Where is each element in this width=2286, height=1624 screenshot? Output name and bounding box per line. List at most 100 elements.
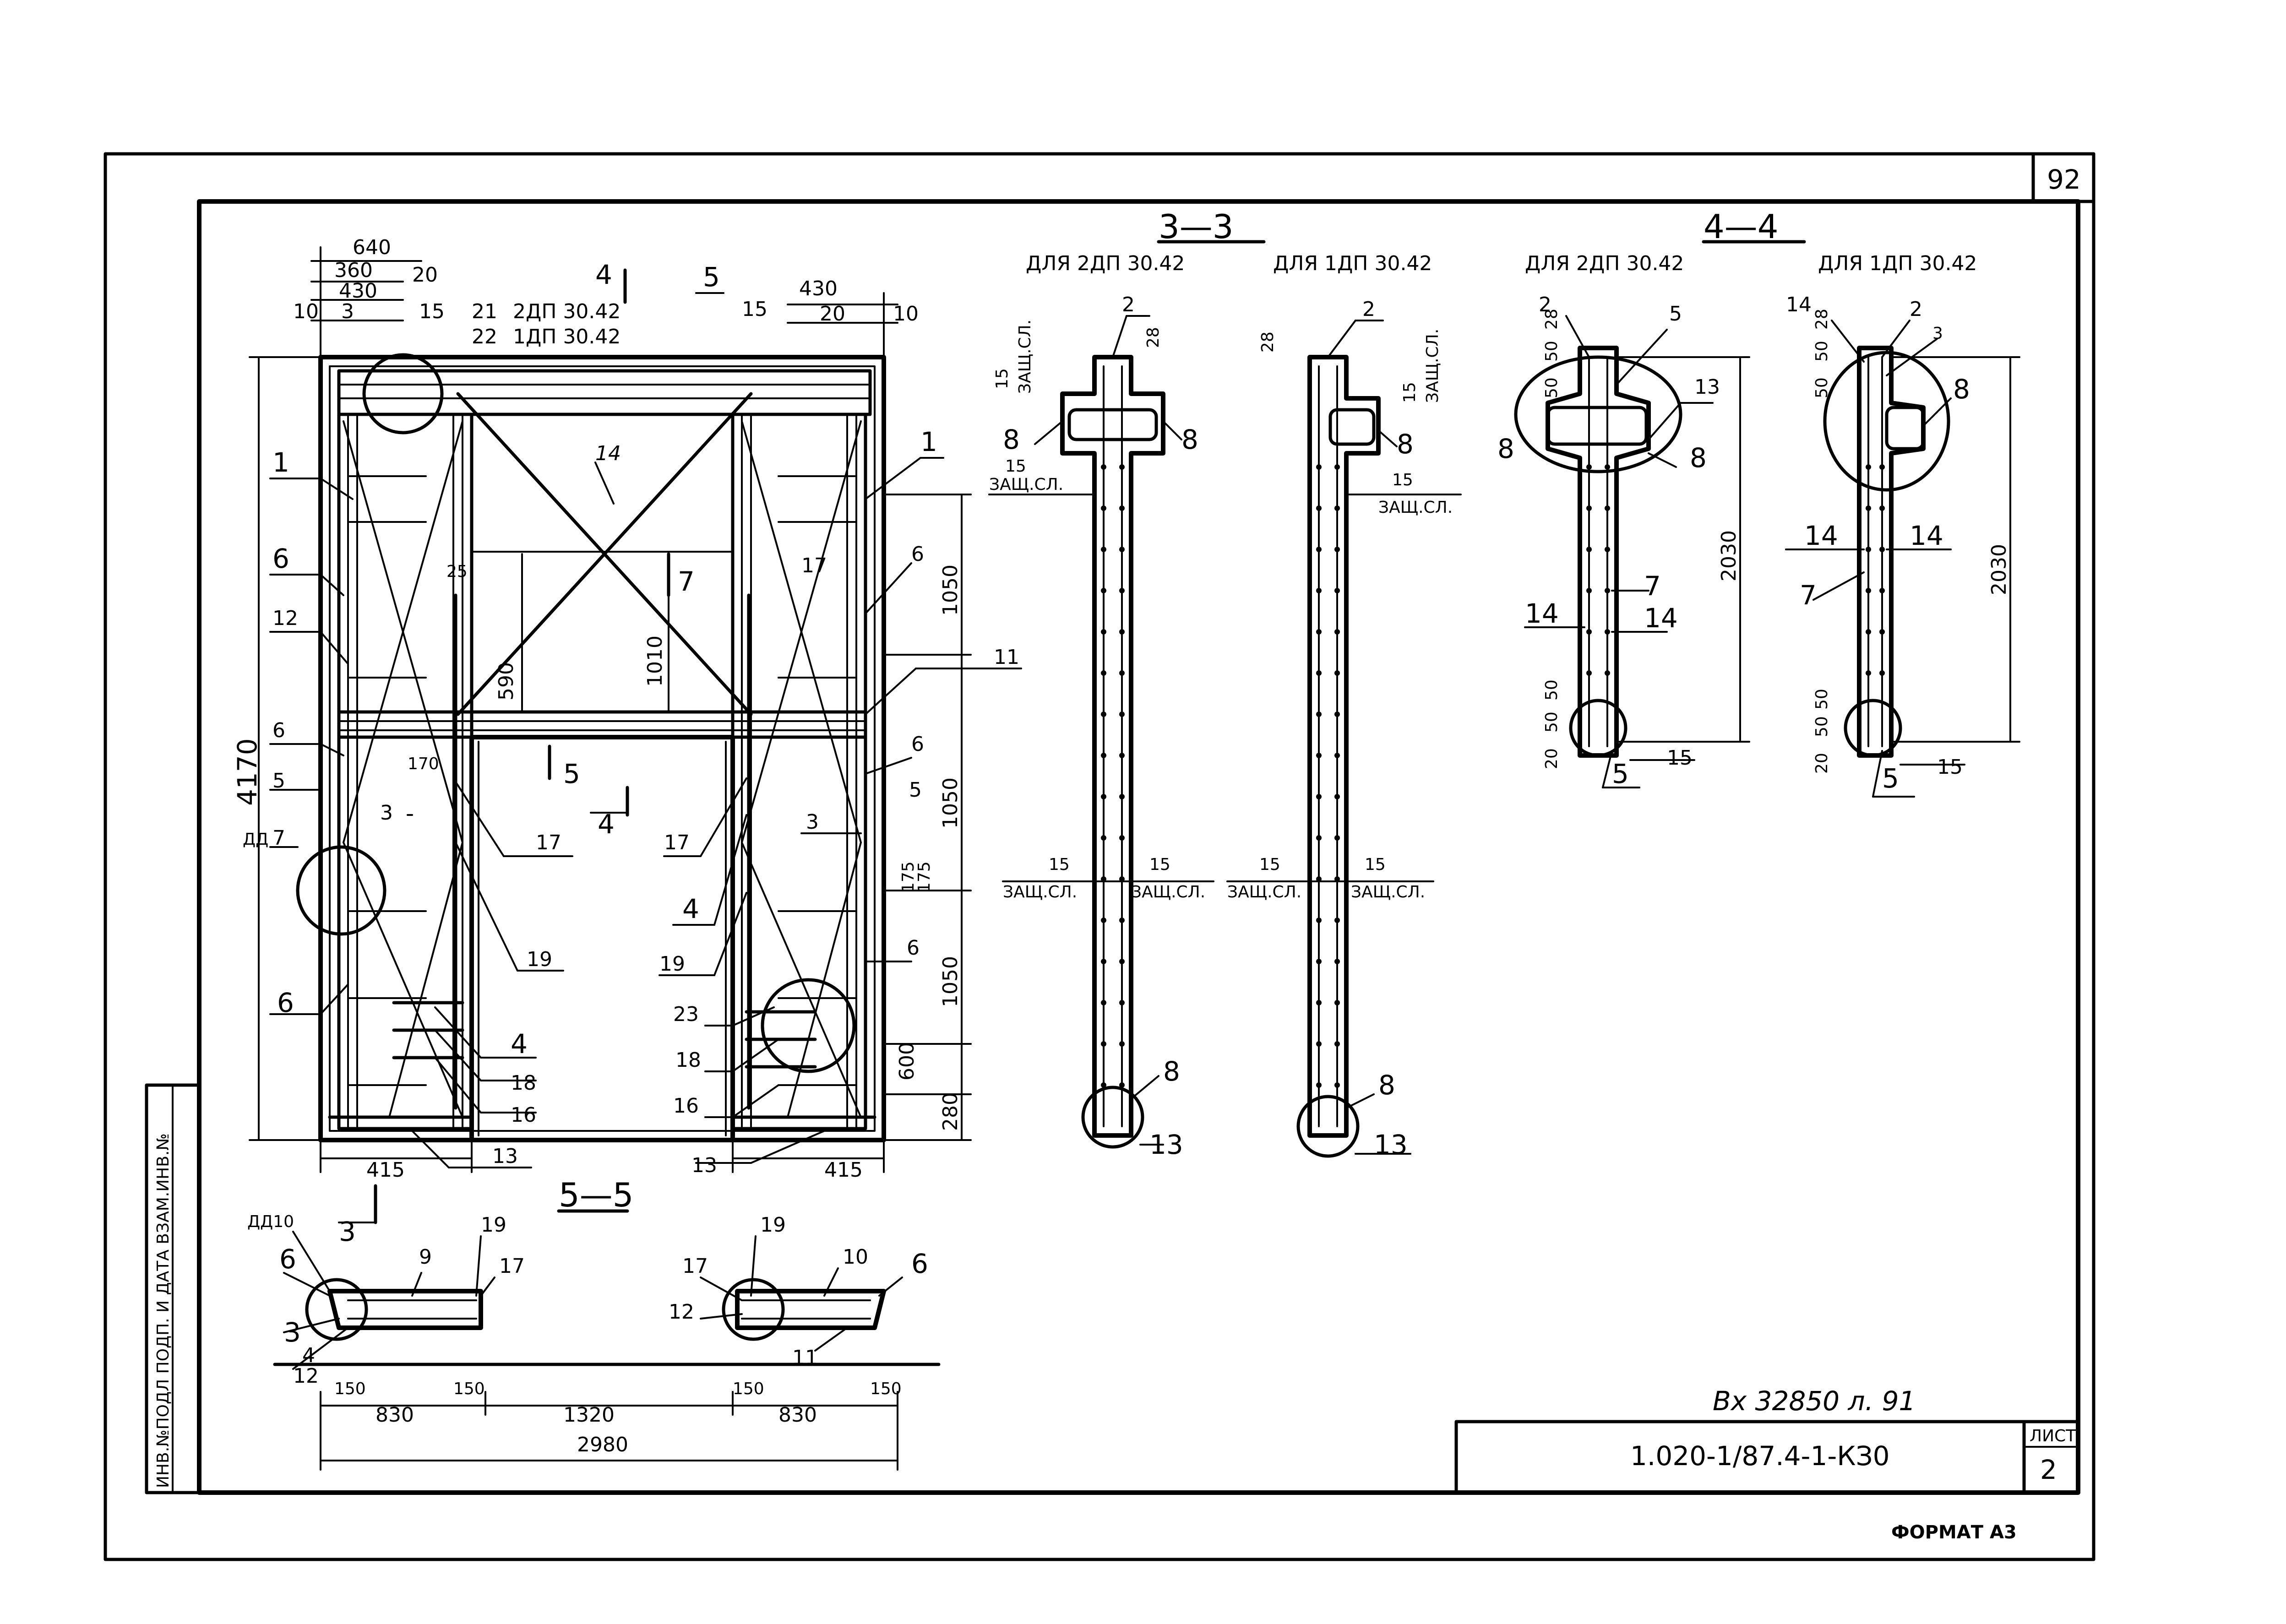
s33-2-left: 2 xyxy=(1122,293,1135,316)
s44l-5b: 5 xyxy=(1612,758,1629,789)
rebar-dot xyxy=(1119,588,1125,593)
rebar-dot xyxy=(1316,918,1322,923)
rebar-dot xyxy=(1119,464,1125,470)
rebar-dot xyxy=(1334,464,1340,470)
label-21: 21 xyxy=(472,300,497,323)
rebar-dot xyxy=(1334,712,1340,717)
pos-19-right: 19 xyxy=(659,952,685,976)
s33-zash-mid-left: ЗАЩ.СЛ. xyxy=(989,475,1063,494)
pos-6-right-b: 6 xyxy=(911,733,924,756)
side-stamp-text: ИНВ.№ПОДЛ ПОДП. И ДАТА ВЗАМ.ИНВ.№ xyxy=(154,1133,173,1488)
dim-1050c: 1050 xyxy=(939,956,962,1007)
rebar-dot xyxy=(1879,629,1885,635)
rebar-dot xyxy=(1586,547,1592,552)
pos-1-left: 1 xyxy=(272,447,289,478)
s33-zash-low-a: ЗАЩ.СЛ. xyxy=(1003,883,1077,902)
s55-17-left: 17 xyxy=(499,1255,525,1278)
rebar-dot xyxy=(1119,1000,1125,1005)
cut-3: 3 xyxy=(339,1216,356,1247)
s33-13-right: 13 xyxy=(1374,1129,1408,1160)
rebar-dot xyxy=(1119,753,1125,758)
rebar-dot xyxy=(1101,835,1106,841)
rebar-dot xyxy=(1316,1000,1322,1005)
front-leaders-left xyxy=(269,478,354,1015)
rebar-dot xyxy=(1586,670,1592,676)
s33-zash-top-left: ЗАЩ.СЛ. xyxy=(1016,320,1034,394)
dim-150a: 150 xyxy=(334,1380,366,1398)
rebar-dot xyxy=(1119,1082,1125,1088)
section-3-3: 3—3 ДЛЯ 2ДП 30.42 ДЛЯ 1ДП 30.42 2 28 15 … xyxy=(988,207,1462,1160)
pos-6-left-a: 6 xyxy=(272,543,289,574)
dim-20: 20 xyxy=(412,263,438,287)
rebar-dot xyxy=(1334,753,1340,758)
s33-2-right: 2 xyxy=(1362,298,1375,321)
s33-zash-low-b: ЗАЩ.СЛ. xyxy=(1131,883,1205,902)
rebar-dot xyxy=(1879,464,1885,470)
s44l-2: 2 xyxy=(1539,293,1551,316)
dim-640: 640 xyxy=(353,236,391,259)
pos-3-right: 3 xyxy=(806,810,819,834)
pos-13-center: 13 xyxy=(492,1145,518,1168)
inner-frame xyxy=(197,199,2080,1495)
rebar-dot xyxy=(1586,588,1592,593)
dim-830b: 830 xyxy=(778,1403,817,1427)
rebar-dot xyxy=(1316,670,1322,676)
pos-16-right: 16 xyxy=(673,1094,699,1118)
dim-3: 3 xyxy=(341,300,354,323)
s44l-8b: 8 xyxy=(1690,442,1707,473)
s44r-3: 3 xyxy=(1932,324,1943,343)
s33-8-right: 8 xyxy=(1397,429,1414,460)
pos-14-center: 14 xyxy=(595,442,621,465)
rebar-dot xyxy=(1119,918,1125,923)
pos-7-left: 7 xyxy=(272,826,285,850)
pos-1-right: 1 xyxy=(920,426,937,457)
handwritten-ref: Вх 32850 л. 91 xyxy=(1713,1385,1916,1417)
s33-8-bottom-right: 8 xyxy=(1378,1070,1395,1101)
s55-12-left: 12 xyxy=(293,1364,319,1388)
dim-170: 170 xyxy=(408,755,439,773)
rebar-dot xyxy=(1119,835,1125,841)
s44r-14a: 14 xyxy=(1786,293,1812,316)
s33-15-mid-left: 15 xyxy=(1005,457,1026,476)
rebar-dot xyxy=(1334,547,1340,552)
s44l-50a: 50 xyxy=(1542,377,1561,398)
rebar-dot xyxy=(1605,547,1610,552)
pos-6-right-c: 6 xyxy=(907,936,920,960)
rebar-dot xyxy=(1101,712,1106,717)
rebar-dot xyxy=(1316,464,1322,470)
dim-1320: 1320 xyxy=(563,1403,615,1427)
dim-150d: 150 xyxy=(870,1380,902,1398)
s33-zash-top-right: ЗАЩ.СЛ. xyxy=(1423,329,1442,403)
s44r-5: 5 xyxy=(1882,763,1899,794)
rebar-dot xyxy=(1101,1041,1106,1047)
outer-frame xyxy=(103,152,2096,1561)
s44r-28: 28 xyxy=(1812,309,1831,330)
s44l-50c: 50 xyxy=(1542,712,1561,733)
rebar-dot xyxy=(1101,1082,1106,1088)
s55-12-right: 12 xyxy=(669,1300,694,1324)
rebar-dot xyxy=(1586,464,1592,470)
pos-18-center: 18 xyxy=(511,1071,536,1095)
dim-280: 280 xyxy=(939,1092,962,1131)
pos-19-center: 19 xyxy=(527,948,552,971)
pos-12-left: 12 xyxy=(272,607,298,630)
rebar-dot xyxy=(1334,629,1340,635)
rebar-dot xyxy=(1101,670,1106,676)
dim-415b: 415 xyxy=(824,1158,863,1182)
pos-17-center: 17 xyxy=(536,831,561,854)
dim-10: 10 xyxy=(293,300,319,323)
pos-6-right-a: 6 xyxy=(911,543,924,566)
rebar-dot xyxy=(1334,588,1340,593)
s44l-7: 7 xyxy=(1644,570,1661,602)
cut-4-top: 4 xyxy=(595,259,612,290)
rebar-dot xyxy=(1334,505,1340,511)
rebar-dot xyxy=(1586,629,1592,635)
title-block: 1.020-1/87.4-1-КЗ0 ЛИСТ 2 Вх 32850 л. 91 xyxy=(1454,1385,2080,1494)
page-number-box xyxy=(2031,152,2096,203)
dim-1010: 1010 xyxy=(643,635,667,687)
s44l-5: 5 xyxy=(1669,302,1682,326)
rebar-dot xyxy=(1879,670,1885,676)
rebar-dot xyxy=(1316,1082,1322,1088)
rebar-dot xyxy=(1316,629,1322,635)
